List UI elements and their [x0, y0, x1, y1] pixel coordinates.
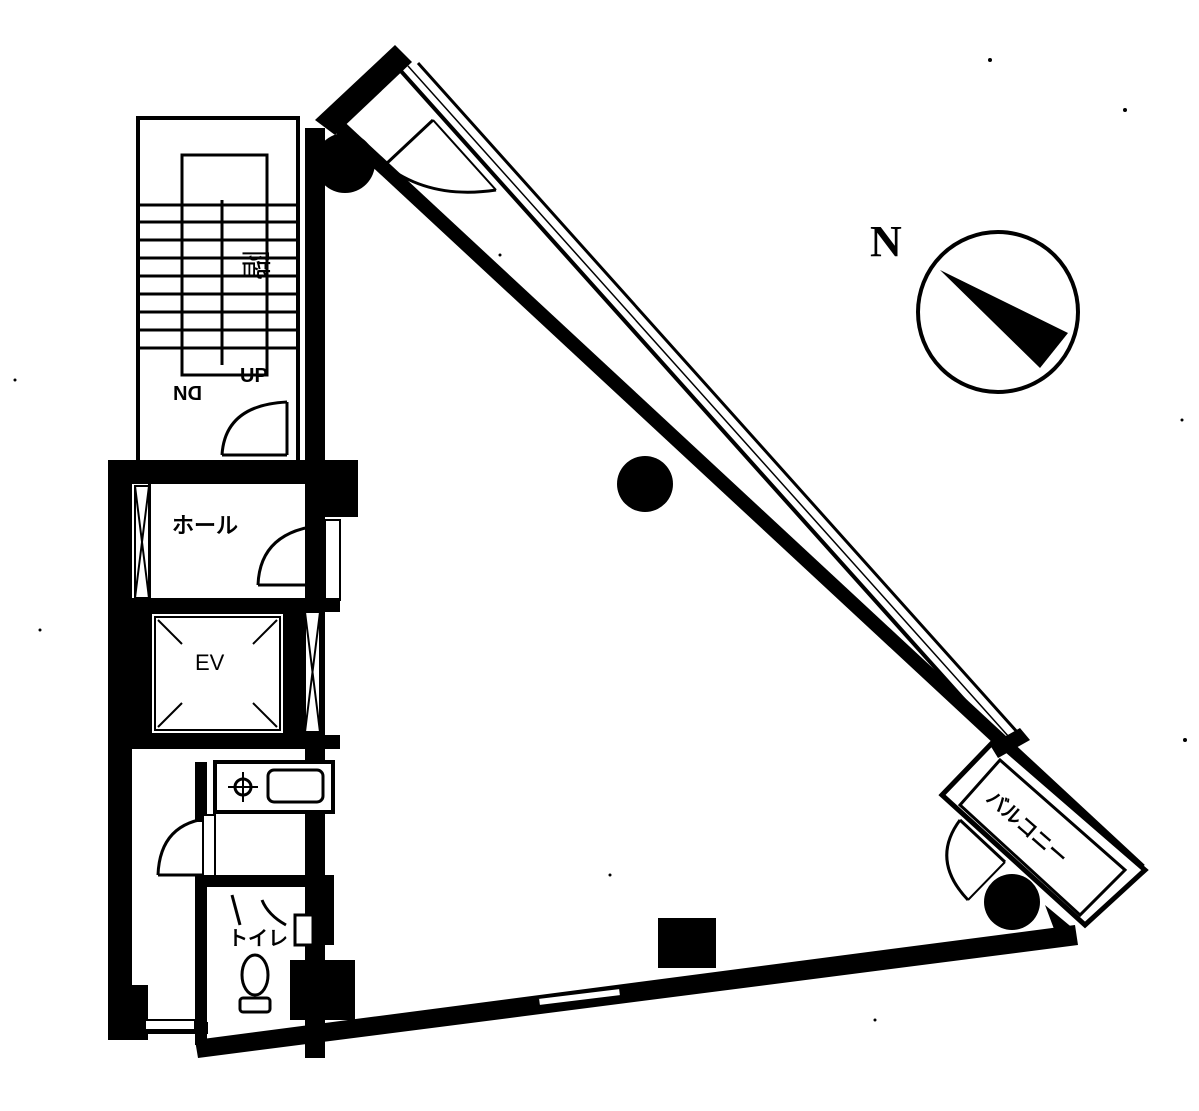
ev-car — [148, 610, 287, 737]
core-left-wall — [108, 460, 132, 1040]
toilet-area: トイレ — [108, 814, 355, 1045]
stair-door — [220, 400, 289, 457]
north-label: N — [870, 217, 902, 266]
hall-top-wall — [108, 460, 358, 484]
window-line-outer — [416, 61, 1020, 735]
stair-core — [180, 153, 269, 377]
stairs-label: 階 — [238, 250, 271, 280]
ev-bottom-wall — [108, 735, 340, 749]
elevator-label: EV — [195, 650, 225, 675]
hall-top-pillar — [325, 462, 358, 517]
window-line-mid — [407, 65, 1010, 738]
compass: N — [870, 217, 1080, 394]
window-line-inner — [398, 68, 1002, 742]
left-wall — [305, 128, 325, 1058]
elevator: EV — [108, 598, 340, 749]
top-column — [315, 133, 375, 193]
sink — [266, 768, 325, 804]
kitchenette — [195, 760, 335, 822]
hall: ホール — [108, 460, 358, 1040]
toilet-icon — [240, 953, 270, 997]
stair-enclosure — [136, 116, 300, 465]
bottom-wall — [195, 925, 1078, 1058]
balcony-outline — [938, 736, 1149, 929]
stairs-down-label: DN — [173, 381, 202, 403]
balcony-column — [984, 874, 1040, 930]
hall-label: ホール — [172, 513, 238, 538]
stairs-up-label: UP — [240, 365, 268, 387]
staircase: 階 UP DN — [136, 116, 300, 465]
toilet-label: トイレ — [228, 928, 288, 950]
top-door — [383, 118, 497, 194]
balcony-door — [945, 818, 1007, 902]
bottom-window — [536, 986, 623, 1008]
top-corner-wall — [315, 45, 412, 135]
scan-specks — [13, 58, 1187, 1022]
ev-top-wall — [108, 598, 340, 612]
balcony: バルコニー — [938, 728, 1149, 945]
north-arrow-icon — [940, 270, 1068, 368]
stair-treads — [140, 203, 298, 350]
paper-holder-icon — [293, 913, 315, 947]
bottom-pillar — [658, 918, 716, 968]
center-column — [617, 456, 673, 512]
